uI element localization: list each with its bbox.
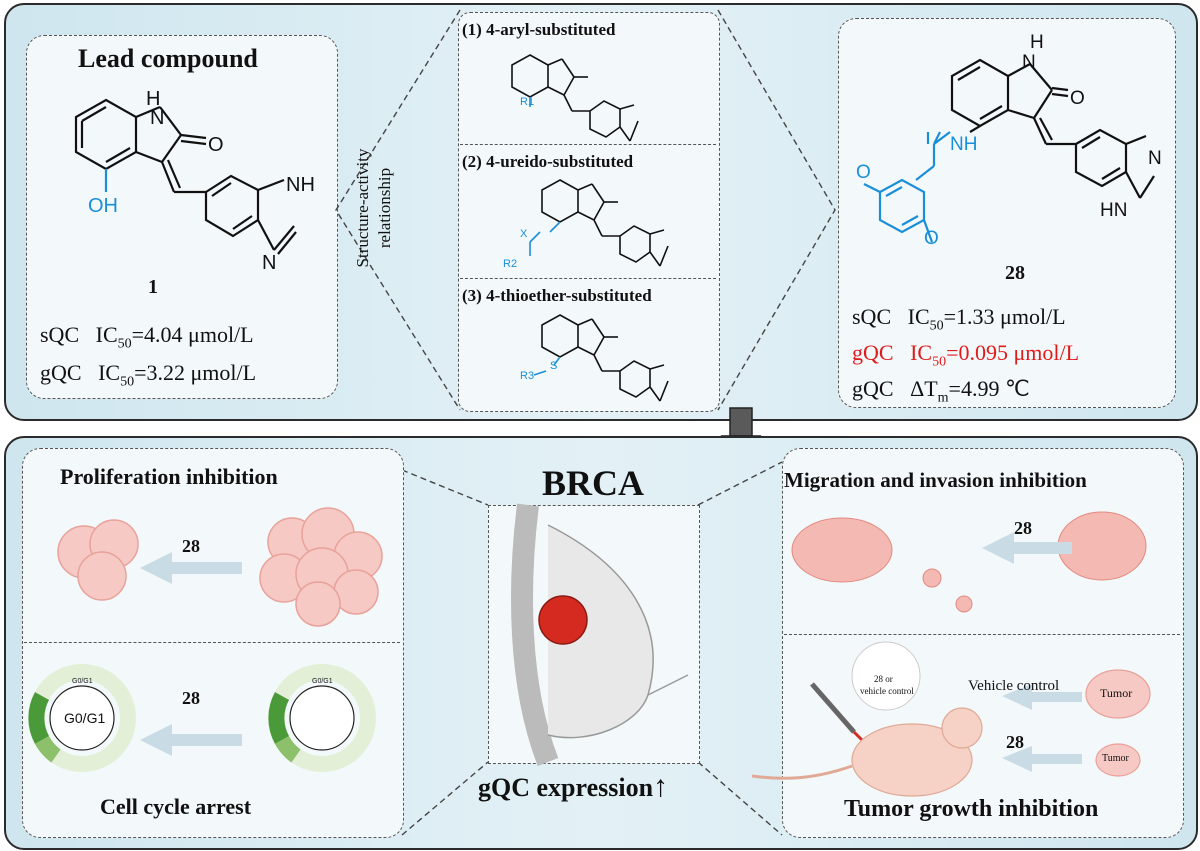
- syringe-label-2: vehicle control: [860, 686, 914, 696]
- sar-box: [458, 12, 720, 412]
- vehicle-control-label: Vehicle control: [968, 678, 1060, 694]
- cell-cycle-center-label: G0/G1: [64, 710, 106, 726]
- lead-compound-number: 1: [148, 276, 158, 298]
- hit-compound-structure: [863, 58, 1155, 243]
- tumor-compound: 28: [1006, 732, 1024, 752]
- hit-ic-row-1: sQC IC50=1.33 μmol/L: [852, 304, 1066, 334]
- lead-compound-box: [26, 35, 338, 399]
- lead-imidazole-n: N: [262, 252, 277, 274]
- lead-ic-row-1: sQC IC50=4.04 μmol/L: [40, 322, 254, 352]
- sar-item-2-title: (2) 4-ureido-substituted: [462, 152, 634, 171]
- hit-imidazole-hn: HN: [1100, 200, 1128, 221]
- migration-illustration: [791, 511, 1147, 613]
- brca-title: BRCA: [542, 463, 645, 503]
- syringe-label-1: 28 or: [874, 674, 893, 684]
- sar-x-label: X: [520, 228, 528, 240]
- hit-tm-row: gQC ΔTm=4.99 ℃: [852, 376, 1030, 406]
- cell-cycle-title: Cell cycle arrest: [100, 794, 252, 819]
- sar-item-1-title: (1) 4-aryl-substituted: [462, 20, 616, 39]
- tumor-label-large: Tumor: [1100, 686, 1133, 700]
- sar-r3-label: R3: [520, 370, 535, 382]
- cell-cycle-compound: 28: [182, 688, 200, 708]
- hit-nh-n: N: [1022, 52, 1036, 73]
- sar-scaffold-1: [511, 54, 639, 142]
- hit-urea-nh: NH: [950, 134, 978, 155]
- hit-carbonyl-o: O: [1070, 88, 1085, 109]
- gqc-expression-caption: gQC expression↑: [478, 770, 669, 803]
- sar-connector-lines: [335, 9, 836, 411]
- lead-ic-row-2: gQC IC50=3.22 μmol/L: [40, 360, 257, 390]
- sar-divider-1: [460, 144, 716, 145]
- sar-scaffold-2: [529, 179, 669, 267]
- sar-scaffold-3: [533, 314, 669, 402]
- proliferation-illustration: [57, 507, 383, 627]
- sar-r1-label: R1: [520, 96, 535, 108]
- lead-compound-title: Lead compound: [78, 44, 258, 73]
- lead-carbonyl-o: O: [208, 134, 224, 156]
- breast-illustration: [511, 503, 689, 766]
- lead-nh-h: H: [146, 88, 161, 110]
- right-divider: [784, 634, 1180, 635]
- lead-imidazole-nh: NH: [286, 174, 315, 196]
- proliferation-title: Proliferation inhibition: [60, 464, 278, 489]
- up-arrow-icon: ↑: [653, 770, 669, 803]
- lead-hydroxyl: OH: [88, 195, 118, 217]
- hit-imidazole-n: N: [1148, 148, 1162, 169]
- sar-item-3-title: (3) 4-thioether-substituted: [462, 286, 652, 305]
- lead-nh-n: N: [150, 107, 165, 129]
- migration-title: Migration and invasion inhibition: [784, 468, 1087, 492]
- proliferation-compound: 28: [182, 536, 200, 556]
- cell-cycle-phase-g0g1-left: G0/G1: [72, 678, 93, 685]
- hit-ic-row-2: gQC IC50=0.095 μmol/L: [852, 340, 1080, 370]
- cell-cycle-illustration: [28, 664, 376, 772]
- migration-compound: 28: [1014, 518, 1032, 538]
- lead-compound-structure: [74, 98, 297, 255]
- tumor-illustration: [751, 641, 1151, 797]
- hit-compound-number: 28: [1005, 262, 1025, 284]
- left-divider: [24, 642, 400, 643]
- tumor-label-small: Tumor: [1102, 753, 1129, 764]
- sar-divider-2: [460, 278, 716, 279]
- sar-s-label: S: [550, 360, 558, 372]
- sar-r2-label: R2: [503, 258, 518, 270]
- hit-methoxy-o-left: O: [856, 162, 871, 183]
- tumor-growth-title: Tumor growth inhibition: [844, 796, 1099, 822]
- hit-nh-h: H: [1030, 32, 1044, 53]
- cell-cycle-phase-g0g1-right: G0/G1: [312, 678, 333, 685]
- hit-methoxy-o-bottom: O: [924, 228, 939, 249]
